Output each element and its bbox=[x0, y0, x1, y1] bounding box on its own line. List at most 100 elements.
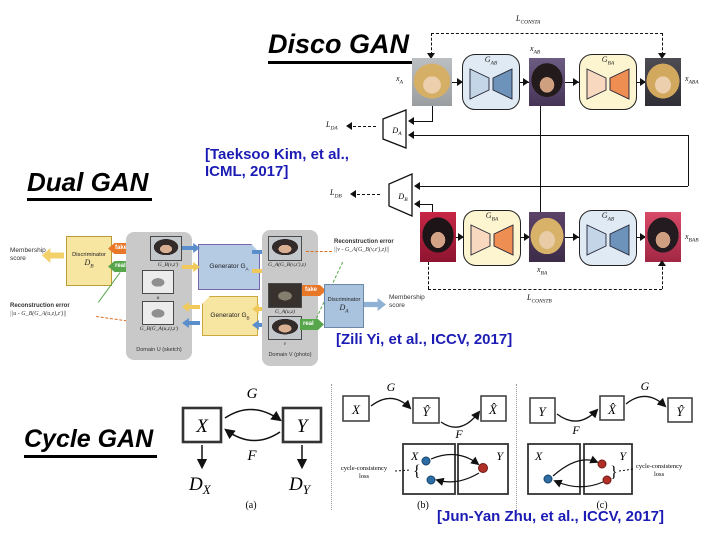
yhat-label: Ŷ bbox=[422, 404, 431, 419]
set-y-label: Y bbox=[619, 449, 627, 463]
encoder-decoder-icon bbox=[469, 67, 513, 100]
flow-line bbox=[565, 237, 579, 238]
cyclegan-panel-a: X Y G F DX DY (a) bbox=[181, 386, 323, 511]
g-arrow bbox=[625, 395, 667, 408]
fake-arrow-left: fake bbox=[108, 243, 134, 254]
cyclegan-panel-c: Y F X̂ G Ŷ X Y } cycle-consistency loss … bbox=[527, 382, 693, 511]
svg-text:DB: DB bbox=[397, 192, 408, 203]
connector-line bbox=[416, 204, 432, 205]
gab-label: GAB bbox=[484, 55, 498, 67]
photo-ga-uz bbox=[268, 283, 302, 308]
route-arrow-icon bbox=[252, 320, 270, 330]
arrowhead bbox=[342, 122, 352, 130]
gab-label: GAB bbox=[601, 211, 615, 223]
generator-gab-box: GAB bbox=[462, 54, 520, 110]
encoder-decoder-icon bbox=[586, 223, 630, 256]
arrowhead bbox=[640, 233, 650, 241]
generator-a-label: Generator GA bbox=[209, 262, 249, 272]
disc-b-name: DB bbox=[84, 258, 94, 270]
xhat-box bbox=[480, 395, 507, 422]
xbab-label: xBAB bbox=[685, 232, 699, 244]
arrowhead bbox=[573, 78, 583, 86]
recon-error-right-label: Reconstruction error bbox=[334, 239, 394, 245]
loss-label-2: loss bbox=[359, 473, 370, 480]
discogan-citation: [Taeksoo Kim, et al., ICML, 2017] bbox=[205, 146, 349, 181]
xab-label: xAB bbox=[530, 44, 541, 56]
xaba-label: xABA bbox=[685, 74, 699, 86]
recon-error-left-formula: ||u - G_B(G_A(u,z),z')|| bbox=[10, 311, 67, 317]
cyclegan-panel-b: X G Ŷ F X̂ X Y { cycle-consistency loss … bbox=[341, 382, 509, 511]
loss-label-1: cycle-consistency bbox=[341, 465, 388, 472]
route-arrow-icon bbox=[182, 302, 200, 312]
const-a-dashed-drop-left bbox=[431, 33, 432, 55]
const-b-dashed-left bbox=[428, 262, 429, 289]
connector-line bbox=[688, 135, 689, 186]
arrowhead bbox=[640, 78, 650, 86]
connector-line bbox=[416, 186, 688, 187]
connector-line bbox=[432, 204, 433, 212]
panel-separator bbox=[331, 384, 332, 510]
loss-label-2: loss bbox=[654, 471, 665, 478]
caption-a: (a) bbox=[245, 500, 256, 511]
arrowhead bbox=[346, 190, 356, 198]
xba-label: xBA bbox=[537, 265, 548, 277]
arrowhead bbox=[573, 233, 583, 241]
arrowhead bbox=[523, 78, 533, 86]
x-label: X bbox=[351, 402, 361, 417]
discriminator-da: DA bbox=[382, 109, 407, 149]
arrowhead bbox=[658, 256, 666, 266]
arrowhead bbox=[410, 200, 420, 208]
connector-line bbox=[432, 106, 433, 121]
route-arrow-icon bbox=[182, 243, 200, 253]
cycle-arrow bbox=[552, 455, 599, 477]
generator-gab-box-2: GAB bbox=[579, 210, 637, 266]
sketch-gb-vz bbox=[150, 236, 182, 261]
discriminator-db-box: Discriminator DB bbox=[66, 236, 112, 286]
const-a-dashed-drop-right bbox=[662, 33, 663, 55]
domain-u-label: Domain U (sketch) bbox=[136, 347, 182, 353]
photo-recon-v-label: G_A(G_B(v,z'),z) bbox=[268, 262, 306, 268]
gba-label: GBA bbox=[601, 55, 615, 67]
sketch-recon-u-label: G_B(G_A(u,z),z') bbox=[139, 326, 179, 332]
membership-arrow-right-icon bbox=[364, 298, 386, 311]
yhat-box bbox=[412, 397, 440, 424]
x-box bbox=[342, 395, 370, 422]
dy-label: DY bbox=[288, 474, 312, 497]
domain-y-box bbox=[281, 406, 323, 444]
const-b-dashed-right bbox=[662, 262, 663, 289]
xhat-box bbox=[599, 395, 625, 421]
generator-b-box: Generator GB bbox=[202, 296, 258, 336]
loss-da-label: LDA bbox=[326, 120, 338, 132]
route-arrow-icon bbox=[252, 247, 270, 257]
domain-v-label: Domain V (photo) bbox=[268, 352, 312, 358]
f-arrow bbox=[556, 408, 599, 422]
db-loss-dashed bbox=[352, 194, 380, 195]
discriminator-da-box: Discriminator DA bbox=[324, 284, 364, 328]
route-arrow-icon bbox=[252, 304, 270, 314]
recon-error-right-formula: ||v - G_A(G_B(v,z'),z)|| bbox=[334, 247, 390, 253]
arrowhead bbox=[404, 131, 414, 139]
dualgan-title: Dual GAN bbox=[27, 168, 153, 201]
arrowhead bbox=[404, 117, 414, 125]
set-x-box bbox=[402, 443, 456, 495]
fake-arrow-right: fake bbox=[302, 285, 326, 296]
arrowhead bbox=[458, 233, 468, 241]
red-dot bbox=[602, 475, 612, 485]
cycle-arrow bbox=[430, 453, 480, 466]
photo-xab bbox=[529, 58, 565, 106]
xhat-label: X̂ bbox=[607, 402, 617, 417]
route-arrow-icon bbox=[182, 318, 200, 328]
g-label: G bbox=[247, 386, 258, 402]
blue-dot bbox=[426, 475, 436, 485]
generator-gba-box-2: GBA bbox=[463, 210, 521, 266]
f-arrow bbox=[224, 428, 281, 442]
g-label: G bbox=[387, 382, 396, 394]
cyclegan-citation: [Jun-Yan Zhu, et al., ICCV, 2017] bbox=[437, 508, 665, 525]
svg-text:DA: DA bbox=[391, 126, 402, 137]
photo-xb bbox=[420, 212, 456, 262]
discogan-title: Disco GAN bbox=[268, 29, 414, 64]
yhat-box bbox=[667, 397, 693, 423]
panel-separator bbox=[516, 384, 517, 510]
arrowhead bbox=[457, 78, 467, 86]
